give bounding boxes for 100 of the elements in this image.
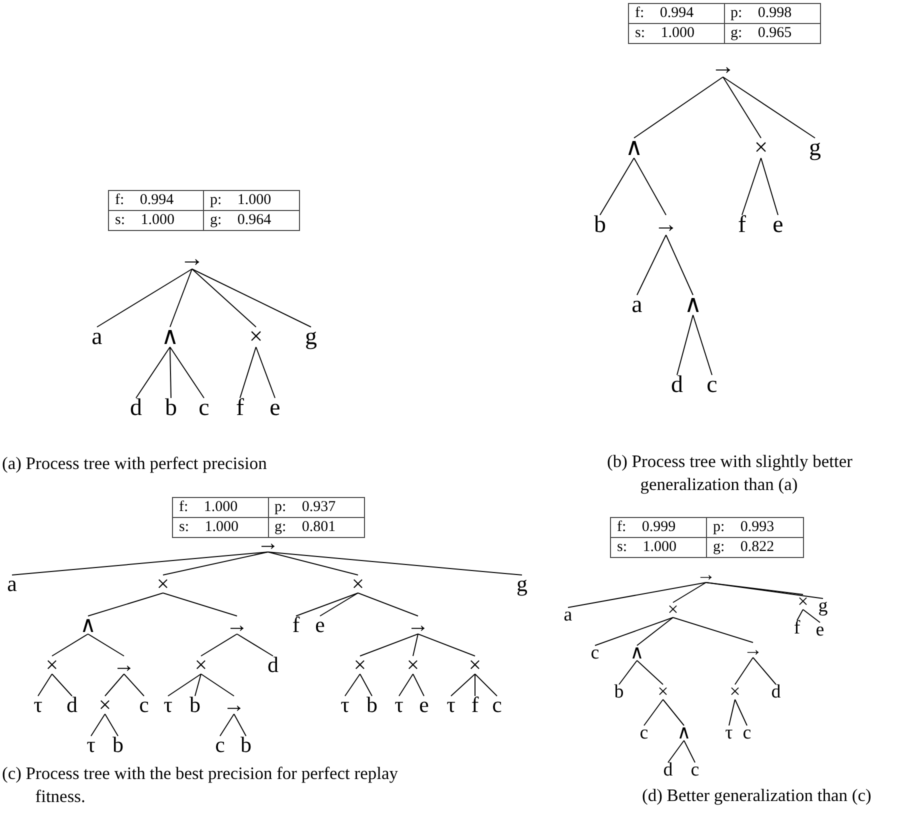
- tree-node-label: τ: [724, 724, 734, 742]
- tree-node-label: ×: [656, 682, 670, 702]
- tree-node-label: →: [710, 55, 736, 79]
- tree-branch-line: [796, 609, 804, 621]
- table-cell-text: g: 0.822: [712, 538, 776, 557]
- tree-node-label: c: [690, 760, 700, 780]
- tree-branch-line: [644, 699, 664, 726]
- tree-node-label: →: [179, 247, 205, 271]
- tree-node-label: g: [304, 325, 318, 349]
- tree-branch-line: [722, 76, 816, 138]
- tree-branch-line: [320, 592, 358, 616]
- tree-node-label: →: [696, 566, 716, 584]
- table-cell: f: 1.000: [173, 498, 268, 518]
- tree-branch-line: [136, 346, 170, 398]
- tree-branch-line: [360, 634, 418, 656]
- tree-node-label: c: [742, 724, 752, 742]
- tree-node-label: c: [638, 724, 650, 742]
- tree-node-label: f: [291, 614, 301, 636]
- tree-node-label: e: [772, 213, 784, 237]
- tree-node-label: c: [491, 694, 503, 716]
- tree-node-label: ×: [248, 325, 264, 349]
- table-cell: s: 1.000: [109, 211, 204, 230]
- tree-branch-line: [672, 582, 706, 603]
- tree-node-label: ∧: [676, 724, 692, 742]
- tree-branch-line: [684, 740, 696, 763]
- tree-branch-line: [666, 234, 694, 296]
- table-cell: f: 0.994: [629, 4, 724, 24]
- tree-node-label: b: [112, 734, 124, 756]
- tree-branch-line: [734, 657, 754, 685]
- tree-branch-line: [194, 674, 202, 696]
- tree-node-label: →: [225, 614, 249, 636]
- tree-branch-line: [676, 314, 694, 376]
- tree-branch-line: [358, 592, 418, 616]
- table-cell: f: 0.999: [611, 518, 707, 538]
- tree-branch-line: [38, 674, 52, 696]
- tree-branch-line: [90, 714, 106, 736]
- tree-branch-line: [200, 634, 238, 656]
- tree-branch-line: [360, 674, 372, 696]
- tree-branch-line: [594, 617, 674, 646]
- table-cell-text: g: 0.965: [730, 24, 793, 43]
- tree-branch-line: [634, 76, 724, 138]
- tree-node-label: f: [737, 213, 747, 237]
- table-cell: f: 0.994: [109, 191, 204, 211]
- tree-node-label: a: [90, 325, 104, 349]
- tree-node-label: b: [240, 734, 252, 756]
- tree-branch-line: [600, 158, 634, 216]
- tree-node-label: τ: [162, 694, 174, 716]
- tree-node-label: d: [66, 694, 78, 716]
- tree-branch-line: [706, 582, 824, 599]
- tree-node-label: b: [613, 682, 625, 702]
- figure-caption: (a) Process tree with perfect precision: [2, 452, 268, 475]
- tree-branch-line: [568, 582, 706, 608]
- tree-node-label: →: [653, 213, 679, 237]
- tree-node-label: d: [129, 396, 143, 420]
- table-cell: s: 1.000: [629, 24, 724, 43]
- tree-branch-line: [220, 714, 234, 736]
- tree-branch-line: [296, 592, 358, 616]
- tree-node-label: a: [6, 573, 18, 595]
- tree-node-label: b: [164, 396, 178, 420]
- table-cell: s: 1.000: [173, 518, 268, 537]
- tree-branch-line: [124, 674, 144, 696]
- tree-branch-line: [170, 346, 204, 398]
- tree-branch-line: [634, 158, 666, 216]
- tree-branch-line: [168, 674, 202, 696]
- tree-branch-line: [200, 674, 234, 696]
- tree-node-label: ×: [350, 573, 366, 595]
- tree-branch-line: [672, 617, 754, 643]
- tree-branch-line: [398, 674, 414, 696]
- tree-branch-line: [728, 699, 736, 726]
- tree-branch-line: [88, 592, 164, 616]
- tree-node-label: ×: [156, 573, 170, 595]
- tree-branch-line: [192, 268, 256, 328]
- tree-branch-line: [636, 617, 674, 646]
- tree-branch-line: [240, 346, 256, 398]
- tree-node-label: ∧: [160, 325, 180, 349]
- tree-node-label: c: [138, 694, 150, 716]
- tree-node-label: ∧: [683, 293, 703, 317]
- tree-branch-line: [662, 699, 684, 726]
- figure-caption: (c) Process tree with the best precision for perfect replay fitness.: [2, 762, 400, 808]
- tree-branch-line: [268, 552, 358, 576]
- table-cell: p: 0.998: [724, 4, 820, 24]
- table-cell: p: 0.993: [707, 518, 803, 538]
- tree-node-label: ×: [753, 136, 769, 160]
- tree-node-label: e: [814, 620, 826, 640]
- tree-branch-line: [162, 552, 268, 576]
- tree-node-label: a: [630, 293, 644, 317]
- tree-node-label: g: [817, 596, 829, 616]
- tree-branch-line: [88, 634, 124, 656]
- tree-node-label: →: [742, 640, 764, 660]
- tree-node-label: →: [406, 614, 430, 636]
- tree-node-label: a: [562, 606, 574, 624]
- tree-node-label: c: [590, 644, 600, 662]
- table-cell-text: g: 0.801: [274, 518, 337, 537]
- tree-branch-line: [234, 714, 246, 736]
- tree-node-label: c: [214, 734, 226, 756]
- tree-node-label: →: [112, 654, 136, 676]
- tree-branch-line: [170, 268, 192, 328]
- tree-node-label: ×: [796, 592, 810, 612]
- tree-branch-line: [450, 674, 476, 696]
- tree-node-label: e: [268, 396, 282, 420]
